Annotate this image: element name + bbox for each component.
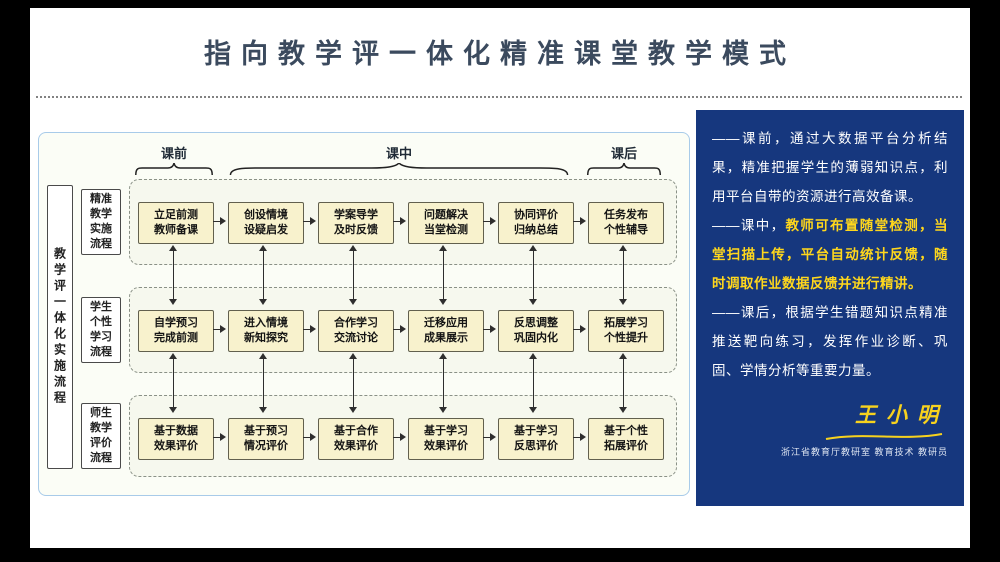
signature: 王小明 (855, 404, 948, 427)
arrow-vertical-icon (619, 353, 628, 413)
row-label-learning: 学生 个性 学习 流程 (81, 297, 121, 363)
flow-box-teaching-3: 学案导学 及时反馈 (318, 202, 394, 244)
flow-box-teaching-1: 立足前测 教师备课 (138, 202, 214, 244)
note-in-class: ——课中，教师可布置随堂检测，当堂扫描上传，平台自动统计反馈，随时调取作业数据反… (712, 211, 948, 298)
flow-side-label: 教学评一体化实施流程 (47, 185, 73, 469)
arrow-vertical-icon (439, 353, 448, 413)
page-title: 指向教学评一体化精准课堂教学模式 (204, 39, 796, 69)
note-in-class-prefix: ——课中， (712, 218, 786, 233)
signature-block: 王小明 浙江省教育厅教研室 教育技术 教研员 (712, 399, 948, 458)
flow-box-learning-3: 合作学习 交流讨论 (318, 310, 394, 352)
arrow-right-icon (483, 433, 496, 442)
flow-box-teaching-5: 协同评价 归纳总结 (498, 202, 574, 244)
flow-box-teaching-4: 问题解决 当堂检测 (408, 202, 484, 244)
flow-box-evaluation-5: 基于学习 反思评价 (498, 418, 574, 460)
arrow-vertical-icon (529, 245, 538, 305)
arrow-right-icon (213, 433, 226, 442)
arrow-right-icon (483, 217, 496, 226)
arrow-right-icon (573, 433, 586, 442)
flow-box-teaching-6: 任务发布 个性辅导 (588, 202, 664, 244)
phase-label-post: 课后 (610, 146, 637, 161)
arrow-vertical-icon (259, 353, 268, 413)
brace-mid-icon (227, 163, 571, 175)
flow-box-evaluation-3: 基于合作 效果评价 (318, 418, 394, 460)
flow-box-learning-6: 拓展学习 个性提升 (588, 310, 664, 352)
arrow-vertical-icon (439, 245, 448, 305)
note-in-class-highlight: 教师可布置随堂检测，当堂扫描上传，平台自动统计反馈，随时调取作业数据反馈并进行精… (712, 218, 949, 291)
flow-box-learning-1: 自学预习 完成前测 (138, 310, 214, 352)
arrow-vertical-icon (619, 245, 628, 305)
arrow-right-icon (213, 217, 226, 226)
arrow-vertical-icon (349, 353, 358, 413)
signature-flourish-icon (825, 433, 943, 440)
arrow-right-icon (213, 325, 226, 334)
note-pre-class-text: ——课前，通过大数据平台分析结果，精准把握学生的薄弱知识点，利用平台自带的资源进… (712, 131, 948, 204)
arrow-right-icon (483, 325, 496, 334)
flow-box-teaching-2: 创设情境 设疑启发 (228, 202, 304, 244)
flow-row-teaching: 立足前测 教师备课 创设情境 设疑启发 学案导学 及时反馈 问题解决 当堂检测 … (129, 179, 677, 265)
flow-box-learning-2: 进入情境 新知探究 (228, 310, 304, 352)
brace-pre-icon (135, 163, 213, 175)
flow-box-evaluation-4: 基于学习 效果评价 (408, 418, 484, 460)
arrow-right-icon (573, 325, 586, 334)
flow-row-learning: 自学预习 完成前测 进入情境 新知探究 合作学习 交流讨论 迁移应用 成果展示 … (129, 287, 677, 373)
arrow-vertical-icon (169, 353, 178, 413)
flow-row-evaluation: 基于数据 效果评价 基于预习 情况评价 基于合作 效果评价 基于学习 效果评价 … (129, 395, 677, 477)
note-pre-class: ——课前，通过大数据平台分析结果，精准把握学生的薄弱知识点，利用平台自带的资源进… (712, 124, 948, 211)
arrow-vertical-icon (349, 245, 358, 305)
slide: 指向教学评一体化精准课堂教学模式 课前 课中 课后 教学评一体化实施流程 精准 … (30, 8, 970, 548)
arrow-vertical-icon (529, 353, 538, 413)
arrow-right-icon (573, 217, 586, 226)
signature-title: 浙江省教育厅教研室 教育技术 教研员 (780, 447, 948, 457)
arrow-vertical-icon (259, 245, 268, 305)
arrow-vertical-icon (169, 245, 178, 305)
brace-post-icon (587, 163, 661, 175)
arrow-right-icon (393, 433, 406, 442)
arrow-right-icon (393, 325, 406, 334)
phase-label-pre: 课前 (160, 146, 187, 161)
arrow-right-icon (303, 217, 316, 226)
arrow-right-icon (303, 433, 316, 442)
note-post-class-text: ——课后，根据学生错题知识点精准推送靶向练习，发挥作业诊断、巩固、学情分析等重要… (712, 305, 948, 378)
flow-box-evaluation-2: 基于预习 情况评价 (228, 418, 304, 460)
flow-box-evaluation-1: 基于数据 效果评价 (138, 418, 214, 460)
row-label-evaluation: 师生 教学 评价 流程 (81, 403, 121, 469)
title-divider (36, 96, 962, 98)
arrow-right-icon (393, 217, 406, 226)
row-label-teaching: 精准 教学 实施 流程 (81, 189, 121, 255)
arrow-right-icon (303, 325, 316, 334)
flow-box-evaluation-6: 基于个性 拓展评价 (588, 418, 664, 460)
phase-label-mid: 课中 (385, 146, 412, 161)
flow-diagram: 课前 课中 课后 教学评一体化实施流程 精准 教学 实施 流程 学生 个性 学习… (38, 132, 690, 496)
notes-panel: ——课前，通过大数据平台分析结果，精准把握学生的薄弱知识点，利用平台自带的资源进… (696, 110, 964, 506)
flow-box-learning-4: 迁移应用 成果展示 (408, 310, 484, 352)
note-post-class: ——课后，根据学生错题知识点精准推送靶向练习，发挥作业诊断、巩固、学情分析等重要… (712, 298, 948, 385)
flow-box-learning-5: 反思调整 巩固内化 (498, 310, 574, 352)
